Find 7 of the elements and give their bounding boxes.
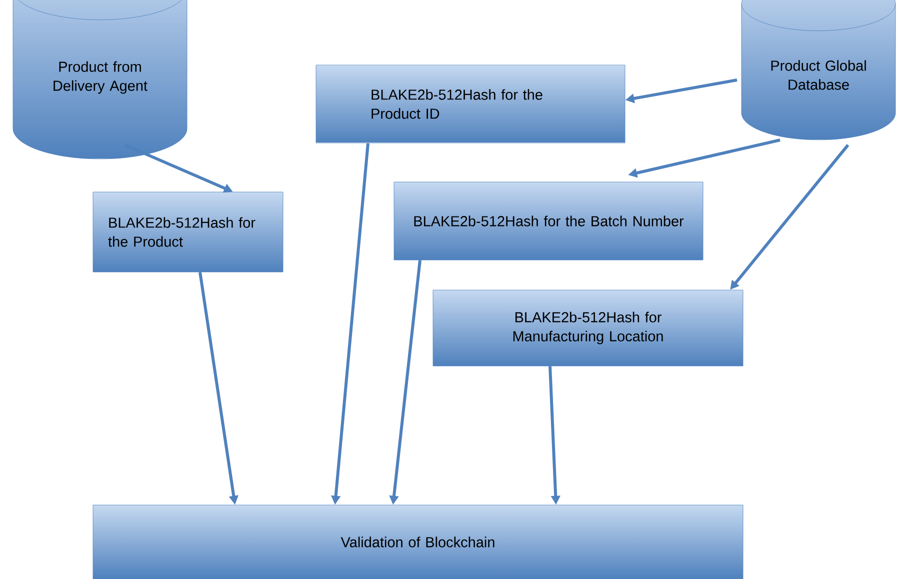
process-box: BLAKE2b-512Hash for the Product ID (316, 64, 626, 144)
process-box: Validation of Blockchain (92, 504, 744, 579)
database-cylinder: Product from Delivery Agent (12, 0, 188, 160)
database-cylinder: Product Global Database (741, 0, 896, 140)
process-box: BLAKE2b-512Hash for the Product (92, 192, 284, 272)
process-box: BLAKE2b-512Hash for the Batch Number (394, 182, 704, 260)
process-box: BLAKE2b-512Hash for Manufacturing Location (432, 290, 744, 366)
